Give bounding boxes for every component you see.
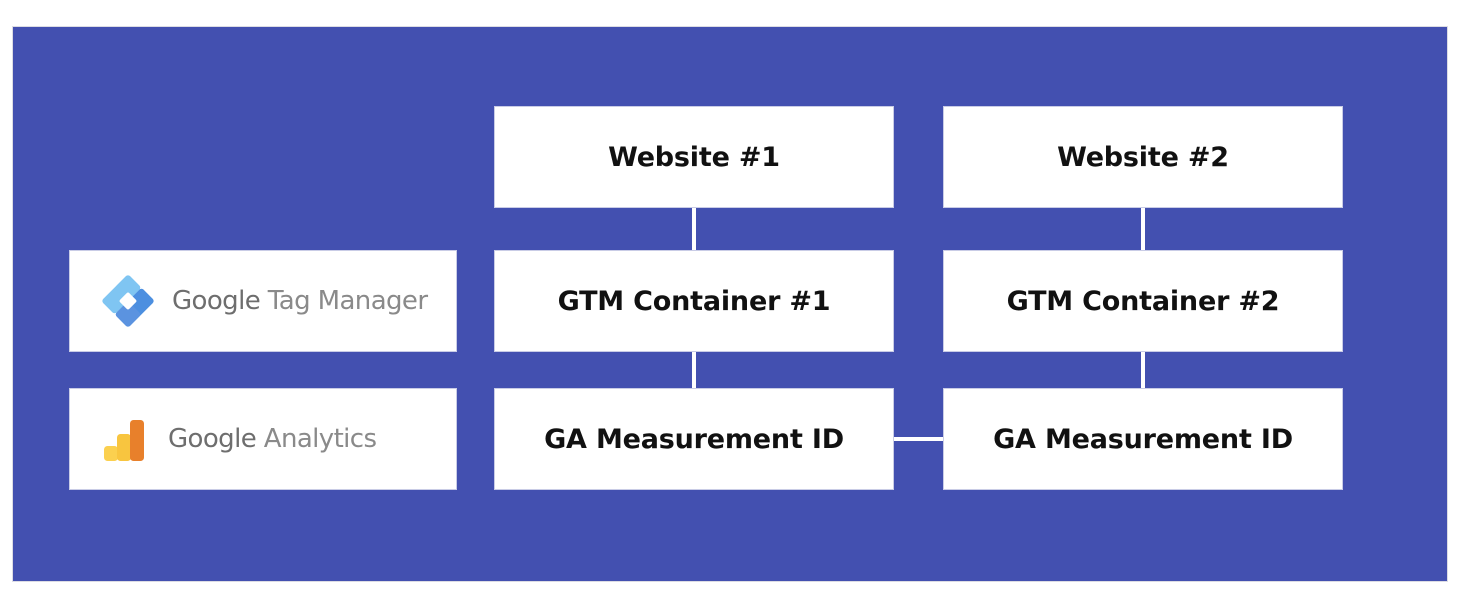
node-gtm-container-1-label: GTM Container #1 xyxy=(557,285,831,317)
google-tag-manager-logo-icon xyxy=(100,273,156,329)
connector-website-1-to-gtm-1 xyxy=(692,208,696,250)
gtm-brand-word: Google xyxy=(172,286,261,316)
gtm-logo-lockup: Google Tag Manager xyxy=(100,273,428,329)
connector-gtm-1-to-ga-1 xyxy=(692,352,696,388)
node-gtm-container-2: GTM Container #2 xyxy=(943,250,1343,352)
connector-gtm-2-to-ga-2 xyxy=(1141,352,1145,388)
legend-card-google-analytics: Google Analytics xyxy=(69,388,457,490)
node-ga-measurement-id-1: GA Measurement ID xyxy=(494,388,894,490)
node-website-2: Website #2 xyxy=(943,106,1343,208)
ga-logo-lockup: Google Analytics xyxy=(100,413,377,465)
google-analytics-logo-icon xyxy=(100,413,152,465)
node-gtm-container-2-label: GTM Container #2 xyxy=(1006,285,1280,317)
node-website-1: Website #1 xyxy=(494,106,894,208)
node-website-1-label: Website #1 xyxy=(608,141,780,173)
node-website-2-label: Website #2 xyxy=(1057,141,1229,173)
gtm-product-word: Tag Manager xyxy=(267,286,428,316)
ga-product-word: Analytics xyxy=(263,424,377,454)
node-ga-measurement-id-2: GA Measurement ID xyxy=(943,388,1343,490)
diagram-panel: Google Tag Manager Google Analytics Webs… xyxy=(12,26,1448,582)
node-ga-measurement-id-1-label: GA Measurement ID xyxy=(544,423,844,455)
gtm-logo-text: Google Tag Manager xyxy=(172,286,428,316)
node-ga-measurement-id-2-label: GA Measurement ID xyxy=(993,423,1293,455)
ga-logo-text: Google Analytics xyxy=(168,424,377,454)
legend-card-google-tag-manager: Google Tag Manager xyxy=(69,250,457,352)
connector-website-2-to-gtm-2 xyxy=(1141,208,1145,250)
ga-brand-word: Google xyxy=(168,424,257,454)
connector-ga-1-to-ga-2 xyxy=(894,437,943,441)
node-gtm-container-1: GTM Container #1 xyxy=(494,250,894,352)
